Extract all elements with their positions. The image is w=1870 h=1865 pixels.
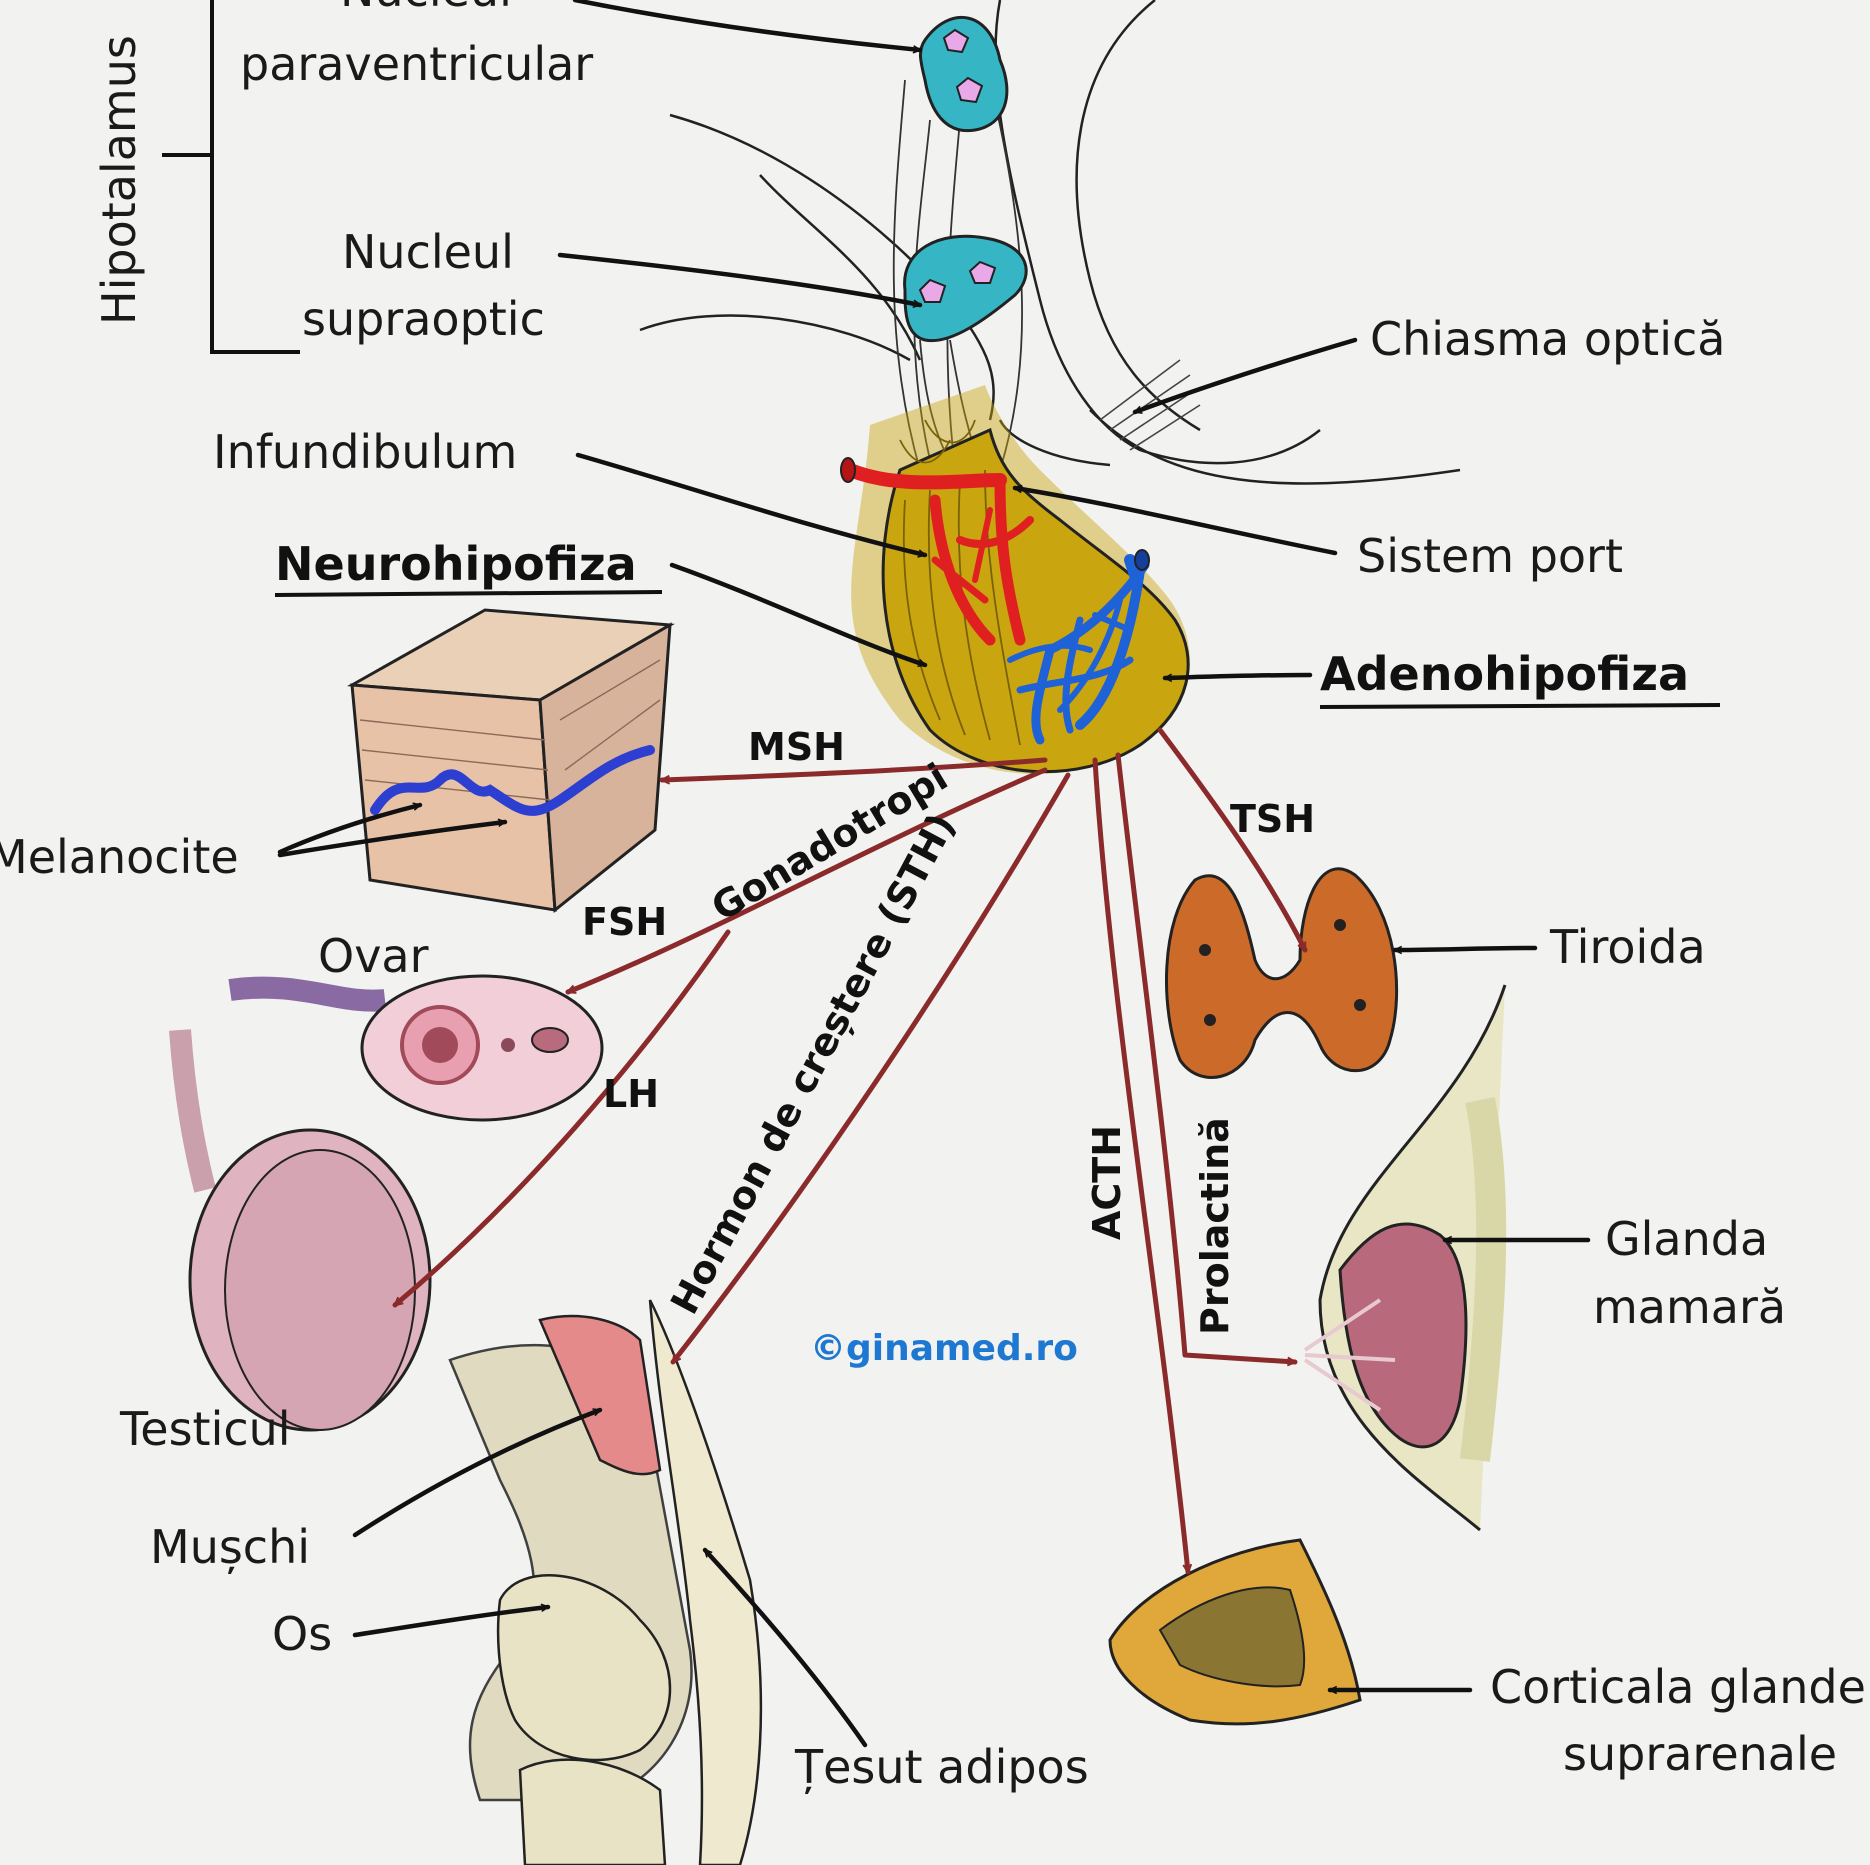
knee-tissues [448, 1299, 763, 1865]
watermark: ©ginamed.ro [810, 1328, 1078, 1369]
pointer-paraventricular [572, 0, 923, 50]
vein-portal-system [1007, 554, 1150, 745]
hormone-fsh: FSH [582, 900, 667, 944]
adrenal-gland [1108, 1538, 1362, 1726]
mammary-gland [1303, 984, 1507, 1532]
nucleus-paraventricular [919, 15, 1009, 133]
arrow-lh [392, 929, 731, 1308]
label-corticala-1: Corticala glandei [1490, 1660, 1870, 1714]
artery-portal-system [843, 463, 1034, 646]
underline-adenohipofiza [1319, 703, 1721, 709]
pointer-chiasma [1132, 337, 1358, 415]
pointer-supraoptic [557, 252, 923, 305]
pointer-sistem-port [1012, 488, 1338, 556]
arrow-acth [1092, 757, 1188, 1575]
label-nucleul-paraventricular-2: paraventricular [240, 37, 593, 91]
pointer-arrows [277, 0, 1591, 1748]
label-sistem-port: Sistem port [1357, 529, 1623, 583]
skin-block [346, 608, 675, 913]
arrow-prolactina [1115, 752, 1298, 1362]
nucleus-supraoptic [903, 234, 1028, 343]
label-ovar: Ovar [318, 929, 429, 983]
ovary [228, 974, 604, 1122]
label-corticala-2: suprarenale [1563, 1727, 1837, 1781]
label-glanda-mamara-1: Glanda [1605, 1212, 1768, 1266]
label-glanda-mamara-2: mamară [1593, 1280, 1786, 1334]
label-muschi: Mușchi [150, 1520, 310, 1574]
pointer-infundibulum [575, 452, 928, 555]
hormone-sth: Hormon de creștere (STH) [662, 806, 964, 1321]
thyroid [1165, 867, 1399, 1079]
arrow-msh [659, 757, 1048, 780]
label-tesut-adipos: Țesut adipos [794, 1740, 1089, 1795]
pointer-melanocite-2 [277, 822, 508, 858]
label-nucleul-supraoptic-1: Nucleul [342, 225, 514, 279]
hormone-msh: MSH [748, 725, 845, 769]
underline-neurohipofiza [274, 590, 663, 597]
pointer-tesut [702, 1547, 868, 1748]
hormone-lh: LH [603, 1072, 659, 1116]
arrow-fsh [568, 767, 1048, 995]
testicle [169, 1029, 432, 1432]
hormone-acth: ACTH [1085, 1125, 1129, 1240]
vein-end [1134, 549, 1150, 571]
label-infundibulum: Infundibulum [213, 425, 517, 479]
label-chiasma-optica: Chiasma optică [1370, 312, 1725, 366]
pointer-neurohipofiza [669, 562, 928, 668]
hormone-prolactina: Prolactină [1193, 1117, 1237, 1335]
hypothalamus-bracket [162, 0, 300, 354]
arrow-tsh [1157, 727, 1308, 953]
pointer-melanocite-1 [277, 805, 423, 855]
pointer-adenohipofiza [1162, 672, 1313, 678]
label-nucleul-supraoptic-2: supraoptic [302, 292, 545, 346]
brain-outline [639, 0, 1461, 485]
label-hipotalamus: Hipotalamus [92, 35, 146, 325]
label-testicul: Testicul [119, 1402, 291, 1456]
label-tiroida: Tiroida [1549, 920, 1706, 974]
label-melanocite: Melanocite [0, 830, 239, 884]
arrow-sth [670, 772, 1071, 1365]
hormone-tsh: TSH [1230, 797, 1315, 841]
pointer-os [352, 1607, 551, 1638]
pointer-tiroida [1392, 948, 1538, 950]
chiasma-shape [1099, 359, 1201, 451]
label-neurohipofiza: Neurohipofiza [275, 537, 637, 591]
label-os: Os [272, 1607, 332, 1661]
artery-end [840, 457, 856, 483]
label-nucleul-paraventricular-1: Nucleul [340, 0, 512, 17]
label-adenohipofiza: Adenohipofiza [1320, 647, 1689, 701]
pointer-muschi [352, 1407, 603, 1538]
hormone-arrows [392, 727, 1308, 1575]
